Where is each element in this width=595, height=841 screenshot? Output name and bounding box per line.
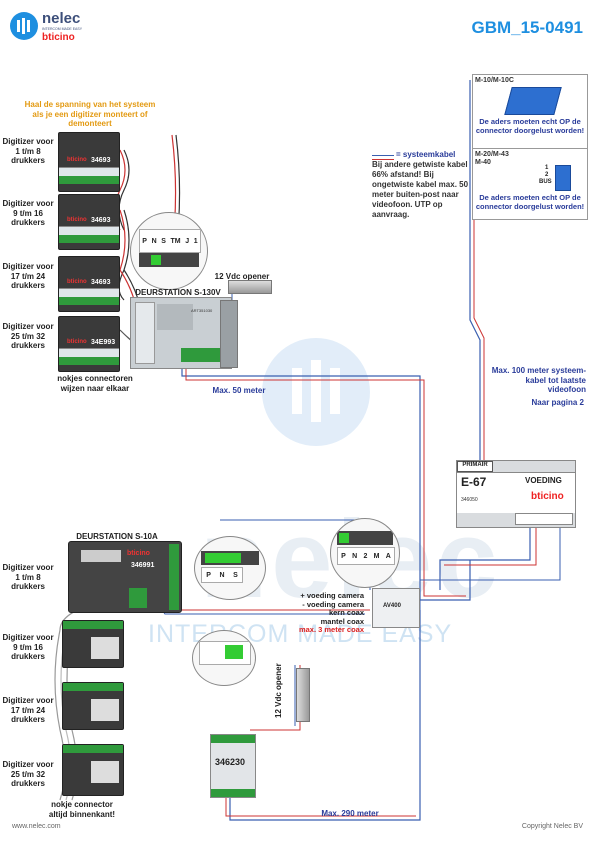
terminal-zoom-bottom-2 — [192, 630, 256, 686]
power-primair: PRIMAIR — [457, 461, 493, 472]
mid-terminal-2: 2 — [363, 552, 368, 560]
systemcable-text: Bij andere getwiste kabel 66% afstand! B… — [372, 160, 469, 219]
terminal-zoom-bottom: P N S — [194, 536, 266, 600]
bottom-digitizer-label-4: Digitizer voor 25 t/m 32 drukkers — [2, 760, 54, 788]
terminal-zoom-top: P N S TM J 1 — [130, 212, 208, 290]
m20-title1: M-20/M-43 — [475, 151, 509, 158]
coax-label-kern: kern coax — [328, 608, 364, 617]
bottom-terminal-p: P — [206, 571, 211, 579]
mid-terminal-n: N — [352, 552, 358, 560]
top-digitizer-label-3: Digitizer voor 17 t/m 24 drukkers — [2, 262, 54, 290]
nelec-logo-icon — [10, 12, 38, 40]
bottom-digitizer-4 — [62, 744, 124, 796]
mid-terminal-p: P — [341, 552, 346, 560]
coax-max-label: max. 3 meter coax — [298, 625, 364, 634]
watermark-circle — [262, 338, 370, 446]
relay-module: 346230 — [210, 734, 256, 798]
relay-code: 346230 — [215, 757, 246, 767]
logo-bticino: bticino — [42, 32, 75, 43]
deurstation-top-title: DEURSTATION S-130V — [135, 288, 221, 297]
bottom-terminal-s: S — [233, 571, 238, 579]
m20-box: M-20/M-43 M-40 1 2 BUS De aders moeten e… — [472, 148, 588, 220]
bottom-digitizer-2 — [62, 620, 124, 668]
footer-left: www.nelec.com — [12, 823, 61, 830]
top-digitizer-code-4: 34E993 — [91, 339, 116, 346]
terminal-zoom-mid: P N 2 M A — [330, 518, 400, 588]
connector-note-top: nokjes connectoren wijzen naar elkaar — [57, 374, 133, 393]
doc-code: GBM_15-0491 — [471, 18, 583, 37]
top-digitizer-label-1: Digitizer voor 1 t/m 8 drukkers — [2, 137, 54, 165]
deurstation-bottom-brand: bticino — [127, 550, 150, 557]
top-note: Haal de spanning van het systeem als je … — [24, 100, 156, 128]
deurstation-bottom-code: 346991 — [131, 562, 155, 569]
power-model: E-67 — [461, 475, 487, 489]
coax-labels: + voeding camera - voeding camera kern c… — [270, 591, 364, 635]
m20-label-2: 2 — [545, 172, 549, 178]
max100-label: Max. 100 meter systeem-kabel tot laatste… — [491, 366, 586, 394]
top-terminal-j: J — [185, 237, 190, 245]
top-digitizer-4: bticino 34E993 — [58, 316, 120, 372]
top-terminal-p: P — [142, 237, 147, 245]
opener-top-label: 12 Vdc opener — [214, 272, 270, 281]
opener-bottom — [296, 668, 310, 722]
m10-title: M-10/M-10C — [475, 77, 514, 84]
top-digitizer-label-4: Digitizer voor 25 t/m 32 drukkers — [2, 322, 54, 350]
m10-connector — [504, 87, 562, 115]
top-terminal-s: S — [161, 237, 166, 245]
connector-note-bottom: nokje connector altijd binnenkant! — [48, 800, 116, 819]
bottom-digitizer-label-2: Digitizer voor 9 t/m 16 drukkers — [2, 633, 54, 661]
power-voeding: VOEDING — [525, 476, 562, 485]
top-digitizer-1: bticino 34693 — [58, 132, 120, 192]
m20-connector — [555, 165, 571, 191]
deurstation-top: ART351030 — [130, 297, 232, 369]
bottom-terminal-n: N — [219, 571, 225, 579]
m10-note: De aders moeten echt OP de connector doo… — [475, 117, 585, 135]
coax-label-plus: + voeding camera — [300, 591, 364, 600]
top-terminal-1: 1 — [193, 237, 198, 245]
mid-terminal-a: A — [385, 552, 391, 560]
coax-label-mantel: mantel coax — [320, 616, 364, 626]
opener-bottom-label: 12 Vdc opener — [274, 663, 283, 718]
top-digitizer-code-1: 34693 — [91, 157, 111, 164]
max50-label: Max. 50 meter — [212, 386, 266, 395]
m20-note: De aders moeten echt OP de connector doo… — [475, 193, 585, 211]
power-code: 346050 — [461, 497, 478, 503]
footer-right: Copyright Nelec BV — [521, 823, 583, 830]
top-terminal-tm: TM — [170, 237, 181, 245]
m20-title2: M-40 — [475, 159, 491, 166]
top-terminal-n: N — [151, 237, 157, 245]
top-digitizer-label-2: Digitizer voor 9 t/m 16 drukkers — [2, 199, 54, 227]
coax-module-code: AV400 — [383, 603, 401, 609]
top-digitizer-code-3: 34693 — [91, 279, 111, 286]
mid-terminal-m: M — [373, 552, 380, 560]
bottom-digitizer-label-3: Digitizer voor 17 t/m 24 drukkers — [2, 696, 54, 724]
bottom-digitizer-label-1: Digitizer voor 1 t/m 8 drukkers — [2, 563, 54, 591]
systemcable-legend-text: = systeemkabel — [396, 150, 456, 159]
deurstation-bottom: bticino 346991 — [68, 541, 182, 613]
m10-box: M-10/M-10C De aders moeten echt OP de co… — [472, 74, 588, 150]
opener-top — [228, 280, 272, 294]
coax-label-minus: - voeding camera — [302, 599, 364, 609]
m20-label-bus: BUS — [539, 179, 552, 185]
logo-tagline: INTERCOM MADE EASY — [42, 27, 83, 31]
bottom-digitizer-3 — [62, 682, 124, 730]
deurstation-bottom-title: DEURSTATION S-10A — [76, 532, 158, 541]
top-digitizer-code-2: 34693 — [91, 217, 111, 224]
max290-label: Max. 290 meter — [321, 809, 379, 818]
logo-nelec-text: nelec — [42, 10, 81, 27]
top-digitizer-2: bticino 34693 — [58, 194, 120, 250]
nelec-logo: nelec INTERCOM MADE EASY bticino — [10, 10, 110, 46]
deurstation-top-side — [220, 300, 238, 368]
top-digitizer-3: bticino 34693 — [58, 256, 120, 312]
naar-pagina-label: Naar pagina 2 — [531, 398, 584, 407]
m20-label-1: 1 — [545, 165, 549, 171]
coax-module: AV400 — [372, 588, 420, 628]
power-supply: PRIMAIR E-67 VOEDING 346050 bticino — [456, 460, 576, 528]
power-brand: bticino — [531, 491, 564, 502]
deurstation-top-code: ART351030 — [191, 308, 213, 313]
